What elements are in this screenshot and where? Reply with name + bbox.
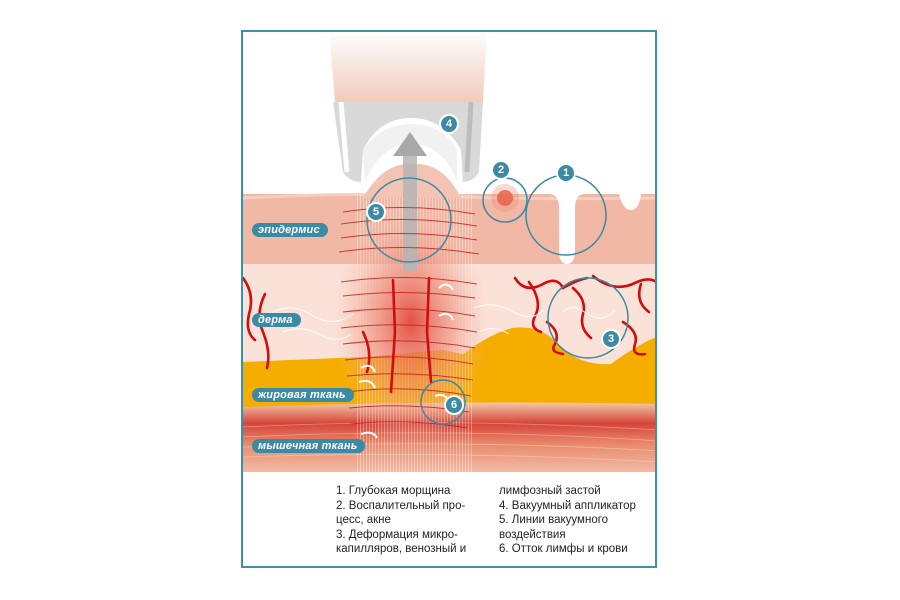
- label-epidermis: эпидермис: [252, 223, 328, 237]
- circle-lymph-outflow: [420, 379, 466, 425]
- vacuum-glow: [333, 202, 489, 442]
- suction-arrow: [393, 132, 427, 272]
- legend-left: 1. Глубокая морщина 2. Воспалительный пр…: [336, 484, 466, 557]
- legend-line: 1. Глубокая морщина: [336, 485, 451, 497]
- legend-line: 6. Отток лимфы и крови: [499, 543, 628, 555]
- legend-right: лимфозный застой 4. Вакуумный аппликатор…: [499, 484, 636, 557]
- legend-line: 3. Деформация микро-: [336, 528, 458, 541]
- marker-3: 3: [601, 329, 621, 349]
- marker-4: 4: [439, 114, 459, 134]
- illustration-frame: эпидермис дерма жировая ткань мышечная т…: [241, 30, 657, 568]
- legend-line: капилляров, венозный и: [336, 543, 467, 555]
- legend-line: лимфозный застой: [499, 485, 601, 497]
- marker-1: 1: [556, 163, 576, 183]
- label-dermis: дерма: [252, 313, 301, 327]
- acne-spot: [497, 190, 513, 206]
- marker-2: 2: [491, 160, 511, 180]
- legend-line: цесс, акне: [336, 514, 391, 526]
- legend-line: 2. Воспалительный про-: [336, 499, 466, 512]
- label-muscle: мышечная ткань: [252, 439, 366, 453]
- marker-5: 5: [366, 202, 386, 222]
- legend-line: 4. Вакуумный аппликатор: [499, 499, 636, 512]
- marker-6: 6: [444, 395, 464, 415]
- circle-vacuum-lines: [366, 177, 452, 263]
- legend-line: воздействия: [499, 528, 566, 541]
- legend-line: 5. Линии вакуумного: [499, 514, 609, 526]
- label-fat: жировая ткань: [252, 388, 354, 402]
- circle-capillaries: [547, 277, 629, 359]
